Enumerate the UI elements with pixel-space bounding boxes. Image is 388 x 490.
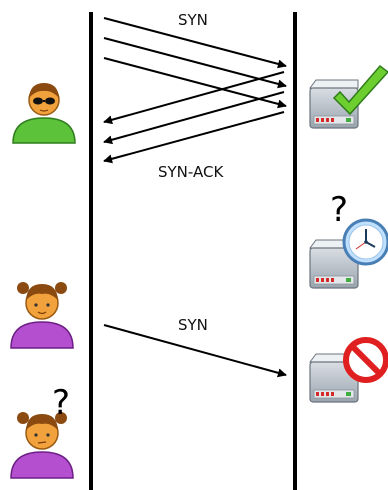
user-syn-arrow — [103, 324, 287, 378]
syn-ack-arrow — [103, 71, 285, 125]
user-girl-icon — [10, 282, 74, 349]
server-prohibited-icon — [309, 337, 388, 403]
server-checkmark-icon — [309, 64, 388, 129]
syn-arrow — [103, 17, 287, 69]
syn-ack-arrows-group — [103, 71, 285, 164]
syn-label-bottom: SYN — [178, 316, 208, 334]
syn-arrow — [103, 57, 287, 109]
server-question-mark: ? — [330, 190, 348, 230]
server-clock-icon — [309, 218, 388, 289]
syn-arrows-group — [103, 17, 287, 109]
victim-question-mark: ? — [52, 383, 70, 423]
syn-label-top: SYN — [178, 11, 208, 29]
user-girl-confused-icon — [10, 412, 74, 479]
syn-ack-arrow — [103, 111, 285, 164]
syn-ack-label: SYN-ACK — [158, 163, 224, 181]
syn-arrow — [103, 37, 287, 89]
syn-ack-arrow — [103, 91, 285, 145]
attacker-sunglasses-icon — [12, 83, 76, 144]
